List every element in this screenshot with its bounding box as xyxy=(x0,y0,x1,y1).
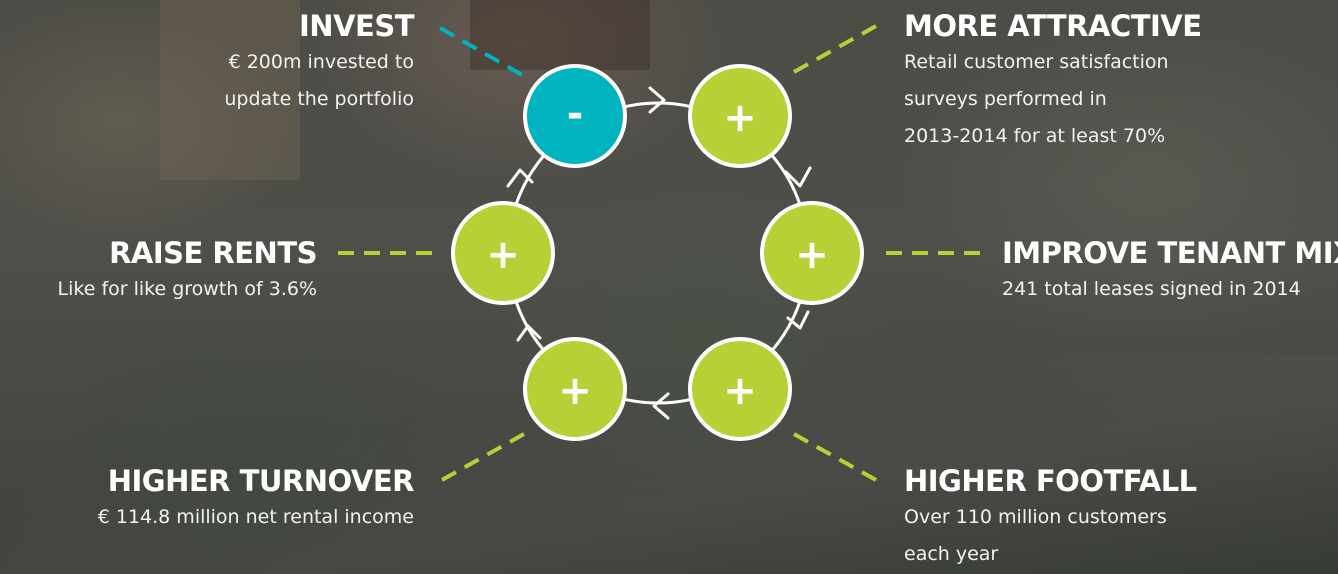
more-attractive-line-2: surveys performed in xyxy=(904,88,1107,110)
label-more-attractive: MORE ATTRACTIVE Retail customer satisfac… xyxy=(904,8,1202,155)
arrow-bottom-icon xyxy=(652,392,670,420)
background-sign xyxy=(470,0,650,70)
node-more-attractive-symbol: + xyxy=(723,95,757,141)
connector-higher-footfall xyxy=(793,432,877,482)
node-raise-rents: + xyxy=(451,201,555,305)
invest-line-2: update the portfolio xyxy=(224,88,414,110)
arrow-top-icon xyxy=(648,86,666,114)
label-higher-turnover: HIGHER TURNOVER € 114.8 million net rent… xyxy=(97,463,415,536)
node-more-attractive: + xyxy=(688,64,792,168)
label-higher-footfall: HIGHER FOOTFALL Over 110 million custome… xyxy=(904,463,1197,573)
background-wall xyxy=(160,0,300,180)
connector-invest xyxy=(439,26,525,78)
raise-rents-line-1: Like for like growth of 3.6% xyxy=(57,278,317,300)
label-improve-tenant-mix: IMPROVE TENANT MIX 241 total leases sign… xyxy=(1002,235,1338,308)
higher-footfall-title: HIGHER FOOTFALL xyxy=(904,464,1197,498)
node-higher-footfall-symbol: + xyxy=(723,368,757,414)
more-attractive-line-1: Retail customer satisfaction xyxy=(904,51,1169,73)
higher-turnover-line-1: € 114.8 million net rental income xyxy=(97,506,414,528)
higher-footfall-line-1: Over 110 million customers xyxy=(904,506,1167,528)
more-attractive-title: MORE ATTRACTIVE xyxy=(904,9,1202,43)
arrow-upper-right-icon xyxy=(784,166,812,188)
raise-rents-title: RAISE RENTS xyxy=(109,236,317,270)
label-raise-rents: RAISE RENTS Like for like growth of 3.6% xyxy=(57,235,318,308)
higher-footfall-line-2: each year xyxy=(904,543,999,565)
node-improve-tenant-mix-symbol: + xyxy=(795,232,829,278)
improve-tenant-mix-line-1: 241 total leases signed in 2014 xyxy=(1002,278,1301,300)
node-higher-footfall: + xyxy=(688,337,792,441)
higher-turnover-title: HIGHER TURNOVER xyxy=(107,464,415,498)
arrow-lower-right-icon xyxy=(786,310,810,330)
connector-higher-turnover xyxy=(441,432,525,482)
arrow-upper-left-icon xyxy=(506,168,534,188)
arrow-lower-left-icon xyxy=(516,324,542,342)
node-raise-rents-symbol: + xyxy=(486,232,520,278)
invest-title: INVEST xyxy=(299,9,414,43)
node-improve-tenant-mix: + xyxy=(760,201,864,305)
node-invest-symbol: - xyxy=(567,91,584,137)
invest-line-1: € 200m invested to xyxy=(228,51,414,73)
more-attractive-line-3: 2013-2014 for at least 70% xyxy=(904,125,1166,147)
node-higher-turnover-symbol: + xyxy=(558,368,592,414)
node-higher-turnover: + xyxy=(523,337,627,441)
label-invest: INVEST € 200m invested to update the por… xyxy=(224,8,414,118)
background-floor xyxy=(0,354,1338,574)
improve-tenant-mix-title: IMPROVE TENANT MIX xyxy=(1002,236,1338,270)
node-invest: - xyxy=(523,64,627,168)
connector-more-attractive xyxy=(793,24,877,74)
